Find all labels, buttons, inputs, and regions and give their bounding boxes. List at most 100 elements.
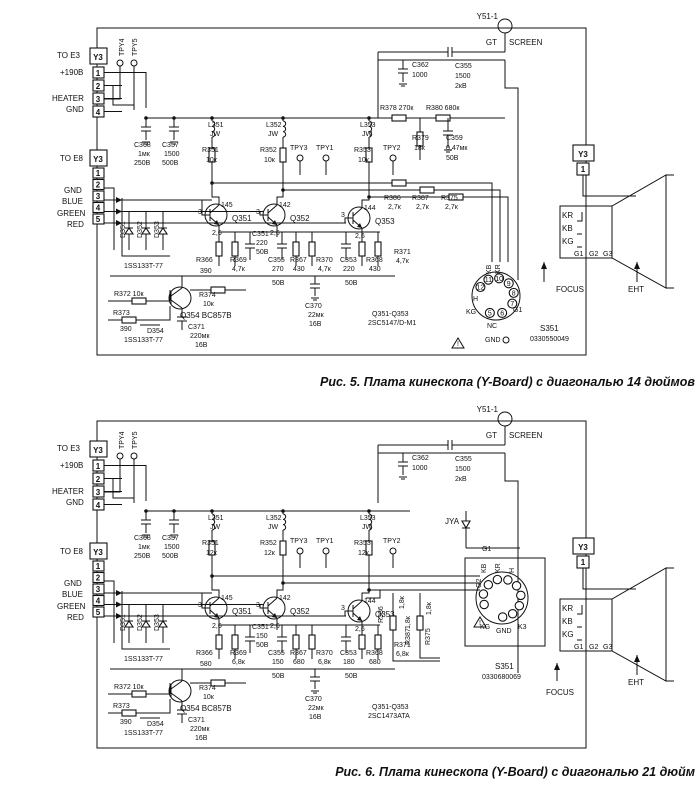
- wire: [201, 592, 212, 609]
- wire: [112, 86, 134, 106]
- voltage-50v: 50В: [272, 280, 285, 287]
- c362-label: C362: [412, 62, 429, 69]
- test-point: [322, 547, 330, 555]
- socket-pin-number: 9: [507, 281, 511, 288]
- diode: [123, 227, 135, 235]
- socket-pin-gnd: GND: [485, 337, 501, 344]
- connector-y3-label: Y3: [93, 53, 103, 62]
- test-point-label: TPY1: [316, 538, 334, 545]
- q-type-label: Q351-Q353: [372, 311, 409, 318]
- transistor-pin: 142: [279, 202, 291, 209]
- transistor-pin: 145: [221, 202, 233, 209]
- wire: [504, 453, 519, 673]
- junction-dot: [144, 509, 148, 513]
- socket-pin-gnd: GND: [496, 628, 512, 635]
- collector-resistor-value: 10к: [206, 157, 218, 164]
- voltage-50v: 50В: [345, 673, 358, 680]
- figure-caption: Рис. 6. Плата кинескопа (Y-Board) с диаг…: [335, 765, 695, 779]
- c355-value: 1500: [455, 466, 471, 473]
- coil-label: L351: [208, 122, 224, 129]
- wire: [366, 590, 381, 599]
- socket-pin-kb: KB: [486, 264, 493, 274]
- eht-arrow: [634, 655, 640, 662]
- q354-label: Q354 BC857B: [180, 704, 232, 713]
- coil: [211, 120, 216, 138]
- r371-label: R371: [394, 249, 411, 256]
- socket-pin-number: 7: [510, 301, 514, 308]
- transistor-pin: 2,6: [355, 233, 365, 240]
- wire: [150, 699, 171, 714]
- resistor: [208, 540, 216, 556]
- d354-label: D354: [147, 721, 164, 728]
- junction-dot: [144, 116, 148, 120]
- r368-value: 430: [369, 266, 381, 273]
- r379-value: 18к: [414, 145, 426, 152]
- r370-value: 6,8к: [318, 659, 332, 666]
- y51-label: Y51-1: [477, 12, 499, 21]
- tpy4-label: TPY4: [119, 431, 126, 449]
- to-e3-label: TO E3: [57, 51, 81, 60]
- resistor: [292, 241, 300, 257]
- wire: [209, 597, 220, 607]
- diode-type: 1SS133T-77: [124, 656, 163, 663]
- c351-label: C351: [252, 624, 269, 631]
- diode-label: D353: [154, 614, 161, 631]
- socket-pin-g1: G1: [513, 307, 522, 314]
- wire: [121, 591, 170, 650]
- c357-value: 1500: [164, 544, 180, 551]
- connector-pin: [92, 594, 105, 607]
- wire: [209, 204, 220, 214]
- output-resistor-label: R387: [405, 628, 412, 645]
- crt-tube: [559, 567, 667, 682]
- transistor-pin: 145: [221, 595, 233, 602]
- coil-label: L352: [266, 122, 282, 129]
- socket-pin: [507, 609, 518, 619]
- socket-pin-number: 12: [477, 285, 485, 292]
- c370-label: C370: [305, 696, 322, 703]
- connector-pin: [92, 583, 105, 595]
- c351-value: 150: [256, 633, 268, 640]
- resistor: [131, 297, 147, 305]
- c370-value: 22мк: [308, 705, 325, 712]
- socket-pin-kr: KR: [495, 563, 502, 573]
- collector-resistor-value: 12к: [358, 550, 370, 557]
- focus-arrow: [554, 663, 560, 670]
- focus-label: FOCUS: [546, 688, 574, 697]
- connector-y3-top: [89, 47, 108, 65]
- wire: [480, 196, 509, 262]
- resistor: [210, 679, 226, 687]
- r368-label: R368: [366, 257, 383, 264]
- c351-value: 220: [256, 240, 268, 247]
- test-point-label: TPY2: [383, 538, 401, 545]
- pin-number: 3: [96, 95, 101, 104]
- gnd-terminal: [502, 336, 510, 344]
- coil-type: JW: [362, 131, 373, 138]
- voltage-50v: 50В: [345, 280, 358, 287]
- transistor-pin: 3: [198, 602, 202, 609]
- wire: [392, 653, 440, 662]
- collector-resistor-label: R353: [354, 540, 371, 547]
- jya-diode: [461, 520, 471, 530]
- socket-pin-number: 6: [500, 310, 504, 317]
- resistor: [231, 634, 239, 650]
- resistor: [365, 540, 373, 556]
- pin-number: 5: [96, 608, 101, 617]
- wire: [504, 60, 519, 280]
- c359-value: 0,47мк: [446, 145, 468, 152]
- c368-label: C368: [134, 142, 151, 149]
- socket-pin-number: 8: [512, 290, 516, 297]
- pin-number: 1: [96, 169, 101, 178]
- resistor: [358, 634, 366, 650]
- socket-pin: [516, 590, 526, 601]
- wire: [104, 72, 147, 108]
- transistor-label: Q353: [375, 217, 395, 226]
- r369-value: 4,7к: [232, 266, 246, 273]
- coil-type: JW: [210, 131, 221, 138]
- d354-label: D354: [147, 328, 164, 335]
- output-resistor-value: 2,7к: [388, 204, 402, 211]
- coil-type: JW: [268, 524, 279, 531]
- socket-pin-number: 10: [495, 276, 503, 283]
- c370-label: C370: [305, 303, 322, 310]
- c362-value: 1000: [412, 465, 428, 472]
- connector-pin: [92, 167, 105, 179]
